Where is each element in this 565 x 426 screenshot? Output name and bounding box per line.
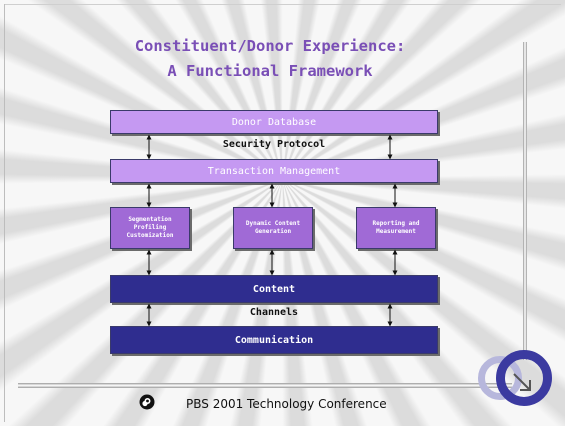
slide-title: Constituent/Donor Experience: A Function… bbox=[60, 34, 480, 84]
dynamic-content-line-2: Generation bbox=[254, 228, 292, 235]
segmentation-line-3: Customization bbox=[126, 232, 174, 239]
donor-database-bar: Donor Database bbox=[110, 110, 438, 134]
footer-conference-text: PBS 2001 Technology Conference bbox=[186, 397, 387, 411]
segmentation-module-box: Segmentation Profiling Customization bbox=[110, 207, 190, 249]
reporting-line-2: Measurement bbox=[376, 228, 416, 235]
decorative-vertical-bar bbox=[523, 42, 527, 360]
content-label: Content bbox=[252, 283, 296, 295]
reporting-line-1: Reporting and bbox=[372, 220, 420, 227]
communication-label: Communication bbox=[234, 334, 314, 346]
decorative-horizontal-bar bbox=[18, 383, 512, 388]
communication-bar: Communication bbox=[110, 326, 438, 354]
dynamic-content-module-box: Dynamic Content Generation bbox=[233, 207, 313, 249]
pbs-logo-icon bbox=[139, 394, 155, 410]
transaction-management-label: Transaction Management bbox=[207, 165, 341, 177]
title-line-2: A Functional Framework bbox=[167, 62, 373, 80]
dynamic-content-line-1: Dynamic Content bbox=[245, 220, 301, 227]
content-bar: Content bbox=[110, 275, 438, 303]
segmentation-line-2: Profiling bbox=[133, 224, 167, 231]
security-protocol-label: Security Protocol bbox=[222, 139, 326, 150]
frame-top-line bbox=[4, 4, 561, 5]
title-line-1: Constituent/Donor Experience: bbox=[134, 37, 406, 55]
reporting-module-box: Reporting and Measurement bbox=[356, 207, 436, 249]
channels-label: Channels bbox=[249, 307, 299, 318]
transaction-management-bar: Transaction Management bbox=[110, 159, 438, 183]
donor-database-label: Donor Database bbox=[231, 116, 317, 128]
frame-left-line bbox=[4, 4, 5, 422]
segmentation-line-1: Segmentation bbox=[128, 216, 172, 223]
decorative-arrow-knob bbox=[513, 373, 531, 391]
decorative-large-ring bbox=[496, 350, 552, 406]
